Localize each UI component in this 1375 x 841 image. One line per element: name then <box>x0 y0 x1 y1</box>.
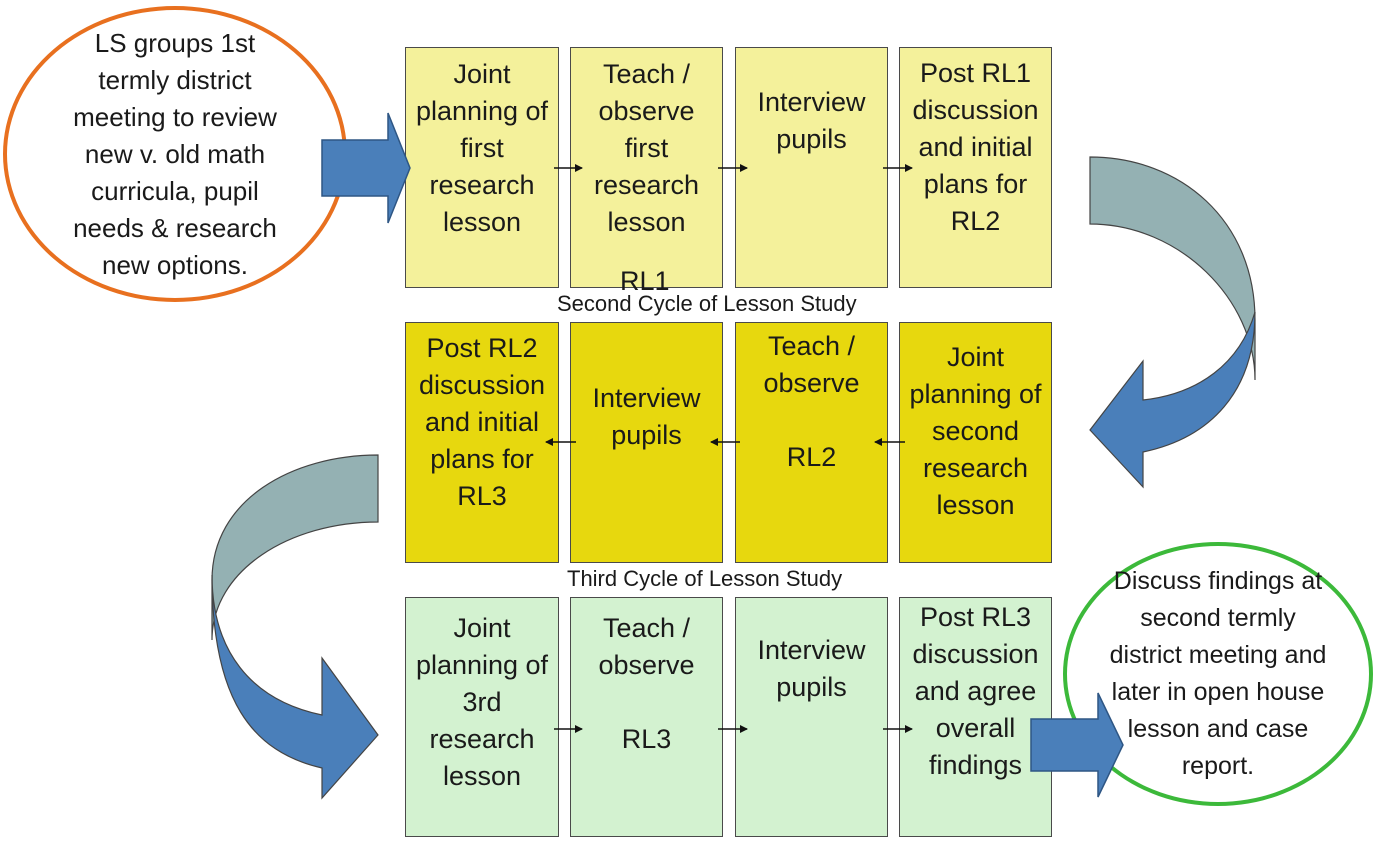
cycle1-step-4-text: Post RL1 discussion and initial plans fo… <box>912 58 1039 236</box>
curved-arrow-left-teal <box>211 454 379 641</box>
intro-meeting-oval: LS groups 1st termly district meeting to… <box>3 6 347 302</box>
cycle3-step-3-text: Interview pupils <box>757 635 866 702</box>
cycle1-step-interview: Interview pupils <box>735 47 888 288</box>
cycle2-step-4-text: Joint planning of second research lesson <box>909 342 1042 520</box>
cycle1-step-2-text: Teach / observe first research lesson <box>593 59 700 237</box>
cycle2-title: Second Cycle of Lesson Study <box>557 291 857 316</box>
cycle2-step-teach-observe: Teach / observe RL2 <box>735 322 888 563</box>
cycle1-step-teach-observe: Teach / observe first research lesson <box>570 47 723 288</box>
cycle2-step-post-discussion: Post RL2 discussion and initial plans fo… <box>405 322 559 563</box>
cycle3-step-post-discussion: Post RL3 discussion and agree overall fi… <box>899 597 1052 837</box>
cycle3-step-joint-planning: Joint planning of 3rd research lesson <box>405 597 559 837</box>
cycle3-step-2-text: Teach / observe RL3 <box>598 613 695 754</box>
curved-arrow-right-teal <box>1089 156 1256 381</box>
curved-arrow-right-blue <box>1089 311 1256 489</box>
cycle2-step-3-text: Teach / observe RL2 <box>763 331 860 472</box>
cycle2-step-1-text: Post RL2 discussion and initial plans fo… <box>418 333 546 511</box>
curved-arrow-left-blue <box>211 574 379 800</box>
cycle2-step-2-text: Interview pupils <box>592 383 701 450</box>
outro-meeting-text: Discuss findings at second termly distri… <box>1109 567 1327 780</box>
cycle3-step-interview: Interview pupils <box>735 597 888 837</box>
cycle3-step-4-text: Post RL3 discussion and agree overall fi… <box>912 602 1039 780</box>
cycle3-title: Third Cycle of Lesson Study <box>567 566 843 591</box>
cycle2-step-joint-planning: Joint planning of second research lesson <box>899 322 1052 563</box>
cycle1-step-1-text: Joint planning of first research lesson <box>415 59 549 237</box>
outro-meeting-oval: Discuss findings at second termly distri… <box>1063 542 1373 806</box>
entry-block-arrow <box>321 112 411 224</box>
cycle1-label: RL1 <box>620 266 670 296</box>
cycle3-step-1-text: Joint planning of 3rd research lesson <box>415 613 549 791</box>
intro-meeting-text: LS groups 1st termly district meeting to… <box>73 27 277 280</box>
cycle3-step-teach-observe: Teach / observe RL3 <box>570 597 723 837</box>
cycle1-step-3-text: Interview pupils <box>757 87 866 154</box>
cycle1-step-post-discussion: Post RL1 discussion and initial plans fo… <box>899 47 1052 288</box>
cycle1-step-joint-planning: Joint planning of first research lesson <box>405 47 559 288</box>
